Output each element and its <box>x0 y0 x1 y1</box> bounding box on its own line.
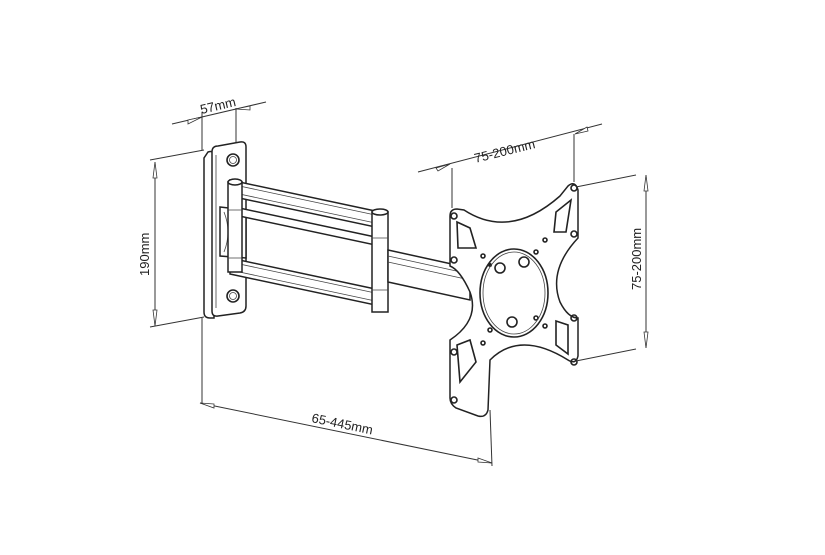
vesa-plate <box>449 183 579 418</box>
dimension-190mm: 190mm <box>137 149 205 328</box>
dimension-label-vesa-horizontal: 75-200mm <box>473 136 537 166</box>
dimension-label-vesa-vertical: 75-200mm <box>629 228 644 290</box>
dimension-label-190mm: 190mm <box>137 233 152 276</box>
double-arm <box>227 178 389 313</box>
dimension-vesa-vertical: 75-200mm <box>575 174 649 362</box>
dimension-extension: 65-445mm <box>199 318 493 467</box>
dimension-57mm: 57mm <box>171 94 267 150</box>
dimension-label-extension: 65-445mm <box>310 410 374 437</box>
